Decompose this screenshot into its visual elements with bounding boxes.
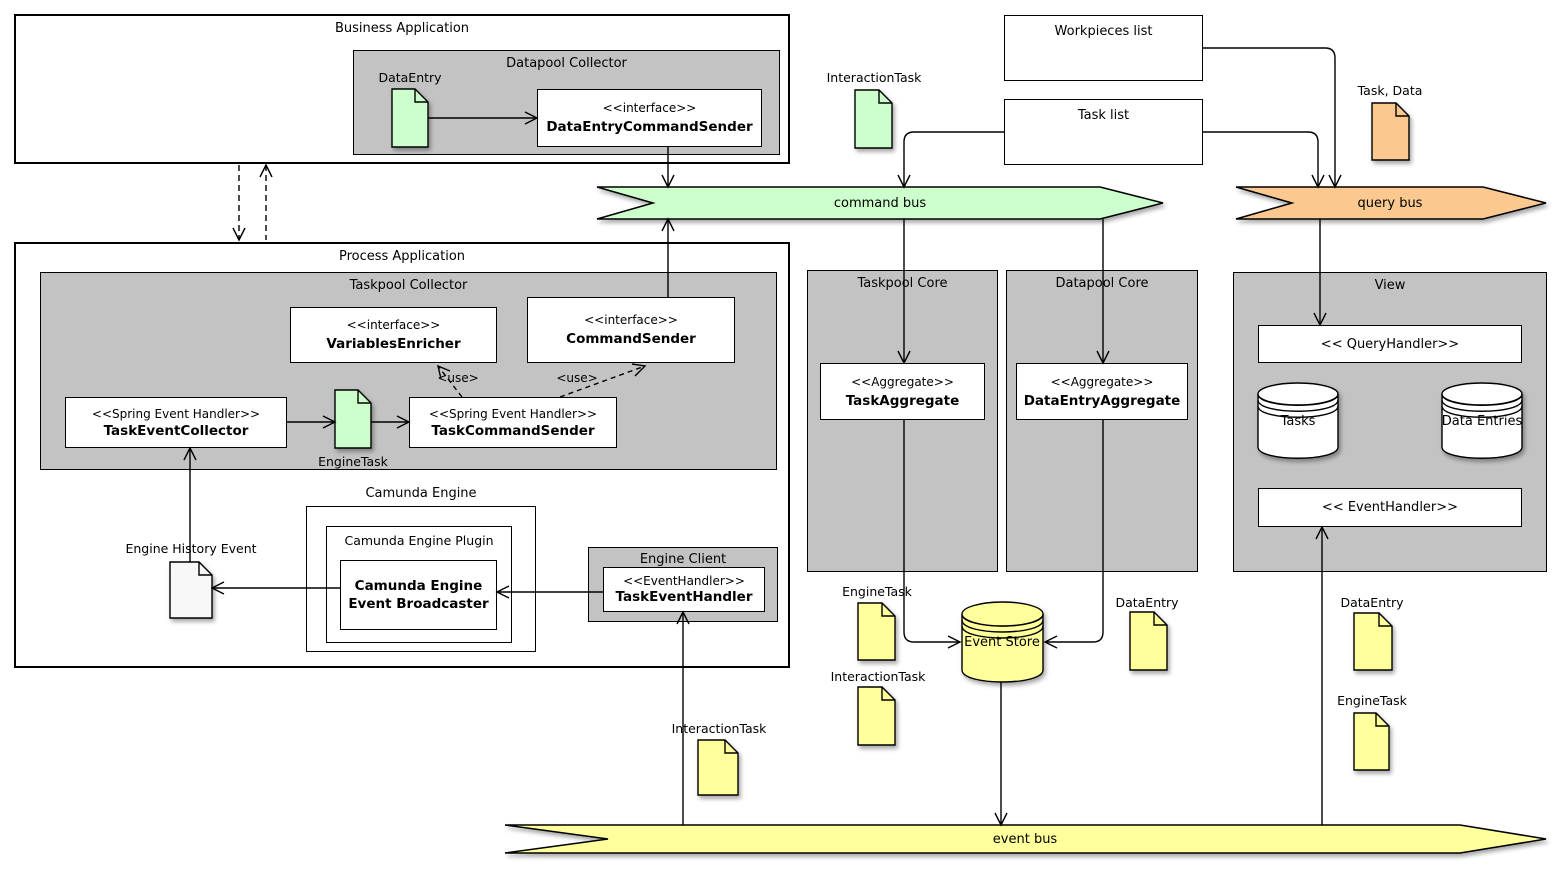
event-store-label: Event Store [964, 635, 1040, 650]
event-handler-label: << EventHandler>> [1321, 500, 1459, 515]
command-sender-name: CommandSender [566, 331, 696, 347]
broadcaster-line1: Camunda Engine [354, 577, 483, 594]
task-command-sender-name: TaskCommandSender [431, 422, 595, 439]
interaction-task-note-green [854, 89, 893, 149]
dec-sender-stereotype: <<interface>> [602, 101, 697, 115]
data-entries-store-label: Data Entries [1441, 414, 1523, 429]
workpieces-list-label: Workpieces list [1054, 24, 1153, 39]
task-event-handler-stereotype: <<EventHandler>> [623, 574, 745, 588]
camunda-engine-label: Camunda Engine [365, 486, 477, 501]
engine-task-note-right [1353, 712, 1390, 771]
view-title: View [1374, 278, 1406, 293]
query-handler-label: << QueryHandler>> [1320, 336, 1460, 352]
data-entry-aggregate-name: DataEntryAggregate [1023, 392, 1181, 409]
arrow-down-ba-pa [232, 227, 246, 242]
query-bus-label: query bus [1357, 196, 1423, 211]
workpieces-to-querybus [1203, 47, 1336, 187]
data-entry-mid-label: DataEntry [1115, 595, 1179, 610]
data-entry-aggregate-stereotype: <<Aggregate>> [1050, 374, 1154, 389]
arrow-right-eventstore [947, 635, 962, 649]
tasklist-to-commandbus [903, 131, 1004, 187]
interaction-task-top-label: InteractionTask [826, 70, 922, 85]
variables-enricher-name: VariablesEnricher [326, 336, 461, 352]
arrow-down-workpieces-qb [1328, 174, 1342, 189]
datapool-core-title: Datapool Core [1055, 276, 1149, 291]
variables-enricher: <<interface>> VariablesEnricher [290, 307, 497, 363]
arrow-down-tasklist-qb [1311, 174, 1325, 189]
datapool-core-package: Datapool Core [1006, 270, 1198, 572]
use-left-label: <use> [437, 371, 479, 385]
tasklist-to-querybus [1203, 131, 1319, 187]
task-event-handler-name: TaskEventHandler [615, 589, 753, 605]
interaction-task-note-bottom [697, 739, 739, 796]
data-entry-right-label: DataEntry [1340, 595, 1404, 610]
data-entry-note-label: DataEntry [378, 70, 442, 85]
command-sender-stereotype: <<interface>> [584, 313, 678, 327]
task-list-label: Task list [1077, 108, 1130, 123]
variables-enricher-stereotype: <<interface>> [346, 318, 441, 332]
data-entry-note-right [1353, 612, 1393, 671]
query-handler: << QueryHandler>> [1258, 325, 1522, 363]
datapool-collector-title: Datapool Collector [506, 56, 627, 71]
task-list-box: Task list [1004, 99, 1203, 165]
task-command-sender-stereotype: <<Spring Event Handler>> [428, 406, 598, 421]
process-application-title: Process Application [338, 249, 466, 264]
task-event-collector-name: TaskEventCollector [103, 422, 249, 439]
arrow-up-pa-ba [259, 163, 273, 178]
task-data-note-label: Task, Data [1357, 83, 1423, 98]
tasks-store-label: Tasks [1280, 414, 1316, 429]
event-bus-label: event bus [992, 832, 1058, 847]
task-data-note-orange [1371, 102, 1410, 161]
arrow-left-eventstore [1043, 635, 1058, 649]
arrow-down-eventbus [994, 812, 1008, 827]
workpieces-list-box: Workpieces list [1004, 15, 1203, 81]
engine-task-right-label: EngineTask [1337, 693, 1407, 708]
task-event-collector: <<Spring Event Handler>> TaskEventCollec… [65, 397, 287, 448]
dec-sender-name: DataEntryCommandSender [546, 119, 753, 135]
taskpool-collector-title: Taskpool Collector [349, 278, 468, 293]
engine-history-event-label: Engine History Event [125, 541, 257, 556]
task-aggregate-name: TaskAggregate [845, 392, 960, 409]
broadcaster-line2: Event Broadcaster [348, 596, 489, 612]
arrow-up-commandbus [661, 217, 675, 232]
business-application-title: Business Application [334, 21, 470, 36]
command-bus-label: command bus [833, 196, 927, 211]
engine-client-title: Engine Client [639, 552, 727, 567]
interaction-task-note-mid [857, 686, 896, 746]
interaction-task-bottom-label: InteractionTask [671, 721, 767, 736]
event-handler: << EventHandler>> [1258, 488, 1522, 527]
task-command-sender: <<Spring Event Handler>> TaskCommandSend… [409, 397, 617, 448]
interaction-task-mid-label: InteractionTask [830, 669, 926, 684]
task-aggregate: <<Aggregate>> TaskAggregate [820, 363, 985, 420]
taskpool-core-package: Taskpool Core [807, 270, 998, 572]
task-aggregate-stereotype: <<Aggregate>> [851, 374, 954, 389]
data-entry-aggregate: <<Aggregate>> DataEntryAggregate [1016, 363, 1188, 420]
taskpool-core-title: Taskpool Core [857, 276, 948, 291]
camunda-engine-event-broadcaster: Camunda Engine Event Broadcaster [340, 560, 497, 630]
arrow-down-commandbus [661, 174, 675, 189]
data-entry-command-sender: <<interface>> DataEntryCommandSender [537, 89, 762, 147]
command-sender: <<interface>> CommandSender [527, 297, 735, 363]
task-event-collector-stereotype: <<Spring Event Handler>> [91, 406, 261, 421]
task-event-handler: <<EventHandler>> TaskEventHandler [603, 567, 765, 612]
engine-task-note-mid [857, 602, 896, 661]
engine-task-mid-label: EngineTask [842, 584, 912, 599]
use-right-label: <use> [556, 371, 598, 385]
camunda-engine-plugin-title: Camunda Engine Plugin [344, 533, 494, 548]
engine-task-green-label: EngineTask [318, 454, 388, 469]
arrow-down-tasklist-cb [897, 174, 911, 189]
data-entry-note-mid [1129, 611, 1168, 671]
